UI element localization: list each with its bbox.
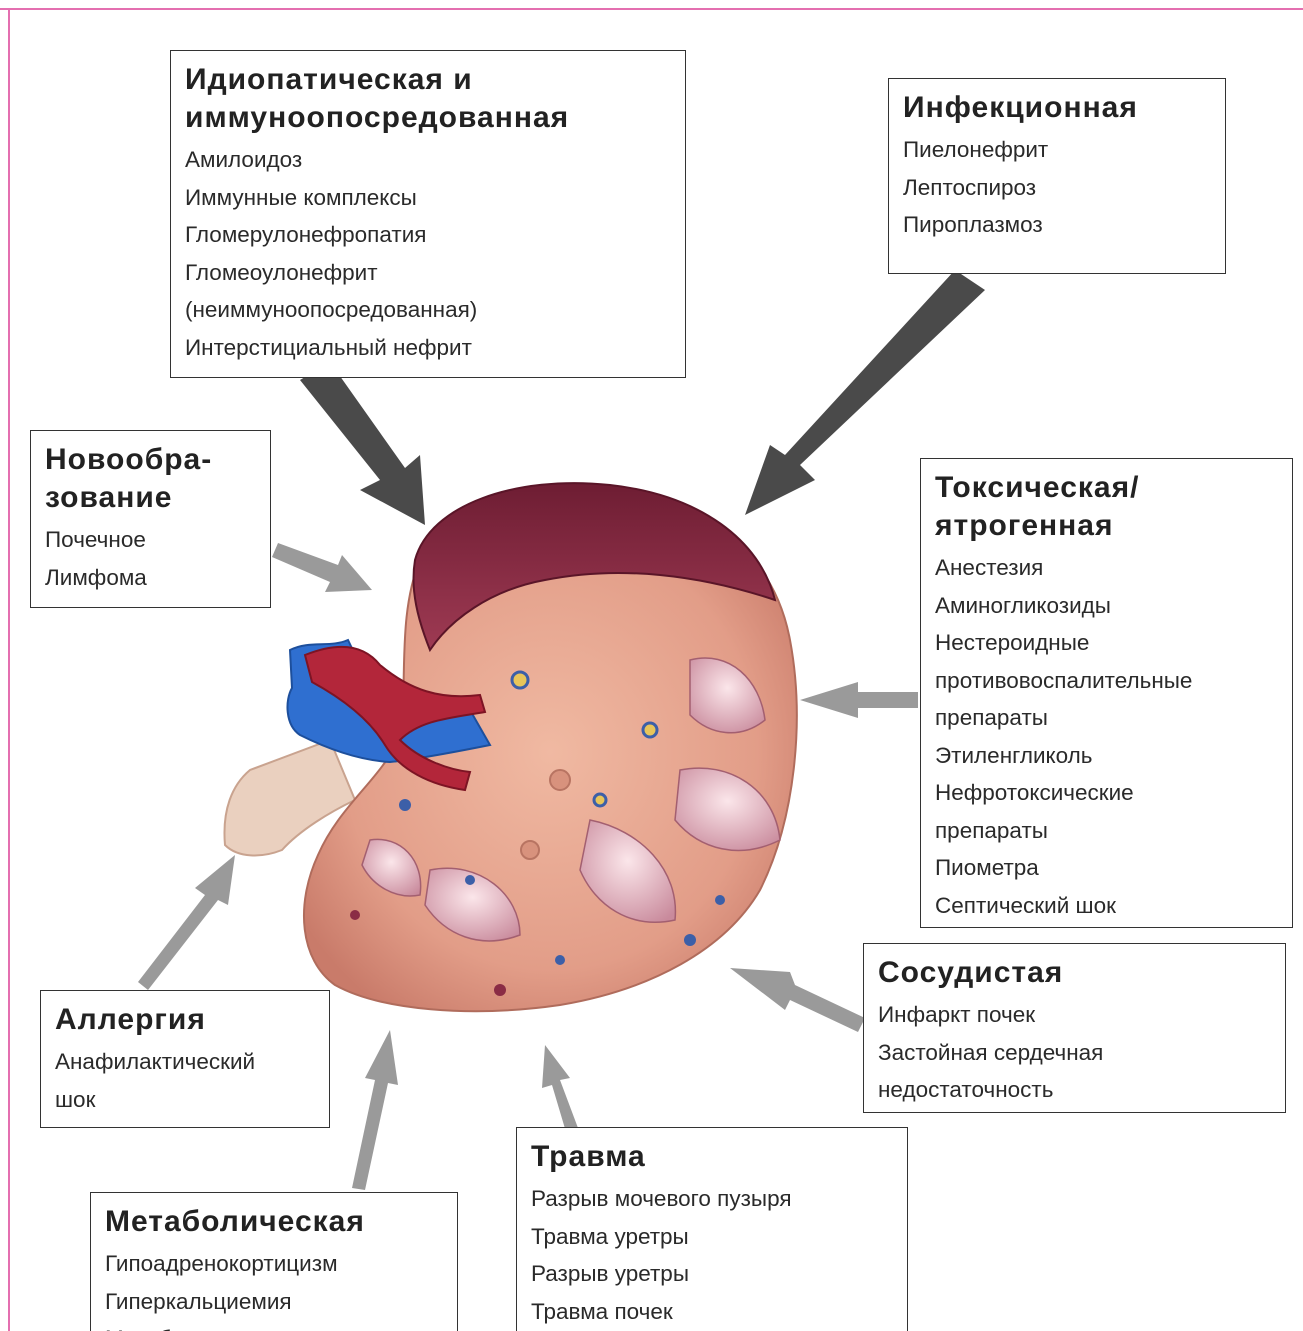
- list-item: Анестезия: [935, 549, 1278, 587]
- box-vascular: Сосудистая Инфаркт почек Застойная серде…: [863, 943, 1286, 1113]
- box-neoplasm-title: Новообра- зование: [45, 441, 256, 517]
- list-item: Почечное: [45, 521, 256, 559]
- box-metabolic-list: Гипоадренокортицизм Гиперкальциемия Мета…: [105, 1245, 443, 1331]
- arrow-allergy: [138, 855, 235, 990]
- list-item: Нестероидные: [935, 624, 1278, 662]
- list-item: Пиелонефрит: [903, 131, 1211, 169]
- list-item: Травма уретры: [531, 1218, 893, 1256]
- list-item: Гломеоулонефрит: [185, 254, 671, 292]
- box-metabolic-title: Метаболическая: [105, 1203, 443, 1241]
- list-item: Нефротоксические: [935, 774, 1278, 812]
- list-item: Гиперкальциемия: [105, 1283, 443, 1321]
- list-item: противовоспалительные: [935, 662, 1278, 700]
- list-item: Пиометра: [935, 849, 1278, 887]
- list-item: Интерстициальный нефрит: [185, 329, 671, 367]
- box-neoplasm-list: Почечное Лимфома: [45, 521, 256, 596]
- list-item: Лимфома: [45, 559, 256, 597]
- box-infectious-title: Инфекционная: [903, 89, 1211, 127]
- list-item: Гипоадренокортицизм: [105, 1245, 443, 1283]
- box-toxic-title: Токсическая/ ятрогенная: [935, 469, 1278, 545]
- box-infectious-list: Пиелонефрит Лептоспироз Пироплазмоз: [903, 131, 1211, 244]
- list-item: Лептоспироз: [903, 169, 1211, 207]
- list-item: Разрыв уретры: [531, 1255, 893, 1293]
- arrow-neoplasm: [272, 543, 372, 592]
- box-vascular-title: Сосудистая: [878, 954, 1271, 992]
- box-trauma-list: Разрыв мочевого пузыря Травма уретры Раз…: [531, 1180, 893, 1330]
- list-item: недостаточность: [878, 1071, 1271, 1109]
- list-item: Септический шок: [935, 887, 1278, 925]
- arrow-vascular: [730, 968, 865, 1032]
- list-item: Иммунные комплексы: [185, 179, 671, 217]
- arrow-toxic: [800, 682, 918, 718]
- list-item: Пироплазмоз: [903, 206, 1211, 244]
- box-toxic-iatrogenic: Токсическая/ ятрогенная Анестезия Аминог…: [920, 458, 1293, 928]
- list-item: Этиленгликоль: [935, 737, 1278, 775]
- list-item: Инфаркт почек: [878, 996, 1271, 1034]
- box-toxic-list: Анестезия Аминогликозиды Нестероидные пр…: [935, 549, 1278, 924]
- arrow-trauma: [542, 1045, 578, 1132]
- list-item: Травма почек: [531, 1293, 893, 1331]
- list-item: Гломерулонефропатия: [185, 216, 671, 254]
- list-item: препараты: [935, 812, 1278, 850]
- list-item: Разрыв мочевого пузыря: [531, 1180, 893, 1218]
- box-allergy-list: Анафилактический шок: [55, 1043, 315, 1118]
- arrow-idiopathic: [300, 362, 425, 525]
- list-item: препараты: [935, 699, 1278, 737]
- list-item: (неиммуноопосредованная): [185, 291, 671, 329]
- box-allergy: Аллергия Анафилактический шок: [40, 990, 330, 1128]
- box-metabolic: Метаболическая Гипоадренокортицизм Гипер…: [90, 1192, 458, 1331]
- box-trauma: Травма Разрыв мочевого пузыря Травма уре…: [516, 1127, 908, 1331]
- box-vascular-list: Инфаркт почек Застойная сердечная недост…: [878, 996, 1271, 1109]
- list-item: Аминогликозиды: [935, 587, 1278, 625]
- box-idiopathic-immune: Идиопатическая и иммуноопосредованная Ам…: [170, 50, 686, 378]
- list-item: Метаболические: [105, 1320, 443, 1331]
- list-item: Анафилактический: [55, 1043, 315, 1081]
- box-trauma-title: Травма: [531, 1138, 893, 1176]
- list-item: Амилоидоз: [185, 141, 671, 179]
- box-infectious: Инфекционная Пиелонефрит Лептоспироз Пир…: [888, 78, 1226, 274]
- box-neoplasm: Новообра- зование Почечное Лимфома: [30, 430, 271, 608]
- box-allergy-title: Аллергия: [55, 1001, 315, 1039]
- box-idiopathic-list: Амилоидоз Иммунные комплексы Гломерулоне…: [185, 141, 671, 366]
- box-idiopathic-title: Идиопатическая и иммуноопосредованная: [185, 61, 671, 137]
- list-item: Застойная сердечная: [878, 1034, 1271, 1072]
- list-item: шок: [55, 1081, 315, 1119]
- arrow-metabolic: [352, 1030, 398, 1190]
